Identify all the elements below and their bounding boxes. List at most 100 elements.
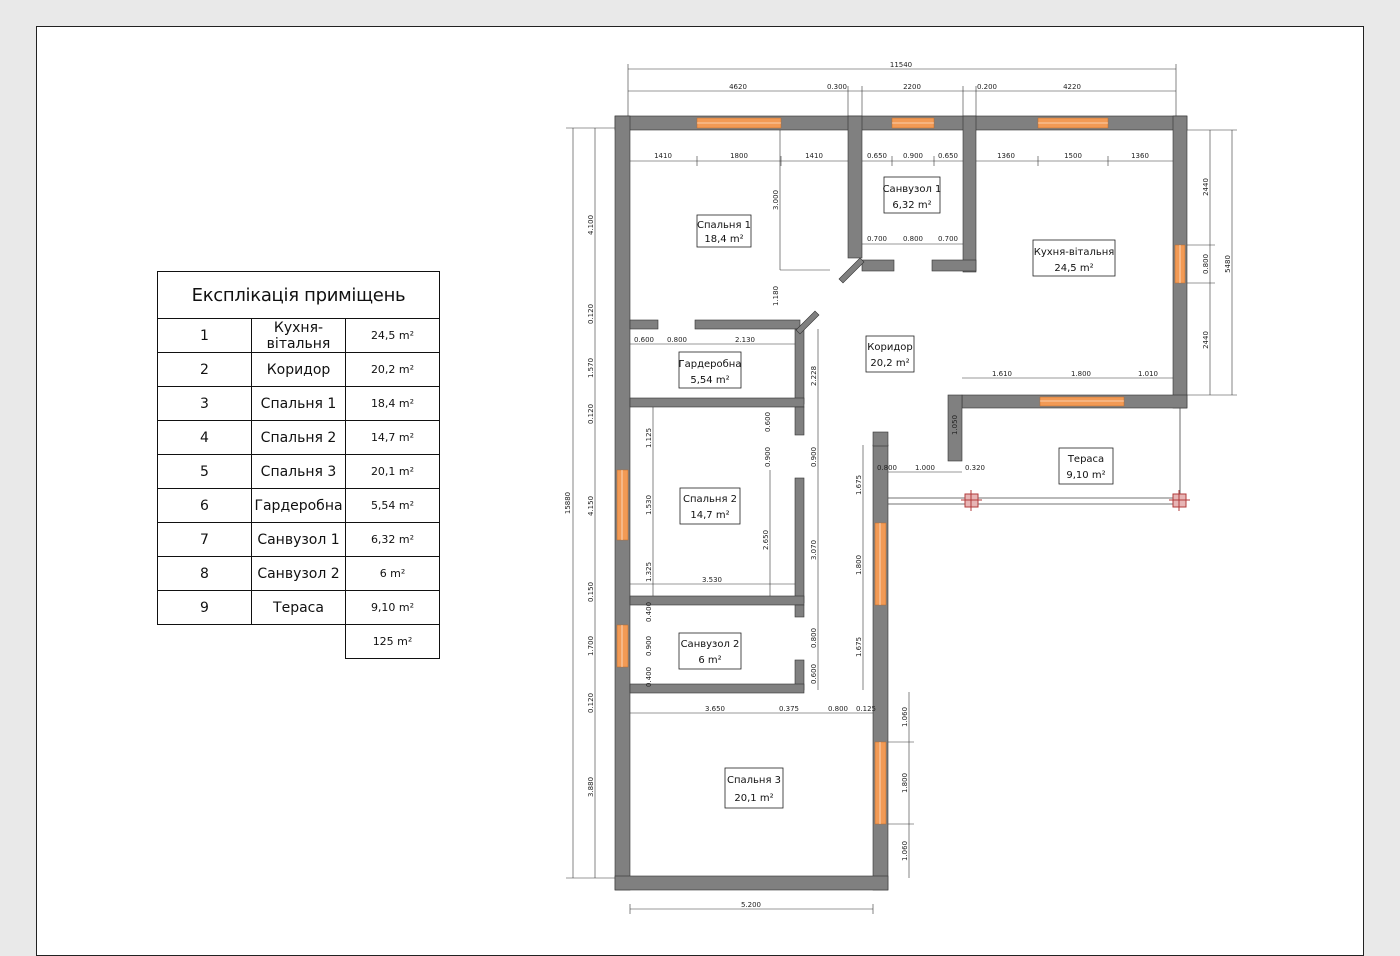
dim-vertical: 0.900 (645, 636, 653, 656)
total-row: 125 m² (158, 624, 440, 659)
dim-vertical: 2.650 (762, 530, 770, 550)
room-area-corridor: 20,2 m² (870, 358, 909, 369)
dim-top-inner: 1360 (997, 152, 1015, 160)
dim-bedroom3-right: 1.800 (901, 773, 909, 793)
wall-bath1-left (847, 115, 863, 259)
room-name: Тераса (251, 590, 346, 625)
dim-vertical: 1.125 (645, 428, 653, 448)
dim-kitchen-window: 1.610 (992, 370, 1012, 378)
room-area-bedroom2: 14,7 m² (690, 510, 729, 521)
corridor-door-leaf (795, 310, 820, 335)
dim-left-segment: 4.150 (587, 496, 595, 516)
room-label-box (1058, 447, 1114, 485)
dim-right-segment: 2440 (1202, 178, 1210, 196)
room-label-box (696, 214, 752, 248)
room-label-box (678, 351, 742, 389)
room-area-terrace: 9,10 m² (1066, 470, 1105, 481)
room-area: 20,2 m² (345, 352, 440, 387)
bath1-door-leaf (838, 257, 865, 284)
room-name: Спальня 1 (251, 386, 346, 421)
dim-left-segment: 0.120 (587, 304, 595, 324)
room-name-wardrobe: Гардеробна (679, 359, 742, 370)
room-area: 24,5 m² (345, 318, 440, 353)
dim-bottom: 5.200 (741, 901, 761, 909)
room-name-bath2: Санвузол 2 (681, 639, 740, 650)
dim-vertical: 0.900 (764, 447, 772, 467)
dim-bath1-door: 0.700 (938, 235, 958, 243)
window-kitchen-terrace (1039, 396, 1125, 407)
room-area-kitchen: 24,5 m² (1054, 263, 1093, 274)
dim-wardrobe: 0.800 (667, 336, 687, 344)
dim-vertical: 1.325 (645, 562, 653, 582)
room-name-bedroom2: Спальня 2 (683, 494, 737, 505)
dim-terrace: 1.050 (951, 415, 959, 435)
wall-corridor-pillar (872, 431, 889, 447)
dim-bedroom3: 0.800 (828, 705, 848, 713)
dim-bedroom3: 3.650 (705, 705, 725, 713)
dim-top-inner: 1500 (1064, 152, 1082, 160)
total-area: 125 m² (345, 624, 440, 659)
room-area-bath1: 6,32 m² (892, 200, 931, 211)
dim-right-segment: 0.800 (1202, 254, 1210, 274)
room-area-bedroom1: 18,4 m² (704, 234, 743, 245)
dim-top-inner: 0.650 (867, 152, 887, 160)
dim-wardrobe: 2.130 (735, 336, 755, 344)
room-name-bedroom3: Спальня 3 (727, 775, 781, 786)
dim-bath1-door: 0.800 (903, 235, 923, 243)
dim-left-segment: 0.150 (587, 582, 595, 602)
room-area: 20,1 m² (345, 454, 440, 489)
dim-top-inner: 0.900 (903, 152, 923, 160)
room-label-box (865, 335, 915, 373)
wall-bed2-right-top (794, 406, 805, 436)
window-corridor (874, 522, 887, 606)
wall-bath1-bottom-left (861, 259, 895, 272)
room-label-box (883, 176, 941, 214)
dim-top-segment: 0.300 (827, 83, 847, 91)
room-name-corridor: Коридор (867, 342, 912, 353)
wall-kitchen-step (947, 394, 963, 462)
dim-bedroom3: 0.375 (779, 705, 799, 713)
window-glazing (621, 122, 1181, 824)
dimension-lines (566, 64, 1237, 914)
dim-vertical: 1.180 (772, 286, 780, 306)
room-name: Санвузол 1 (251, 522, 346, 557)
dim-right-overall: 5480 (1224, 255, 1232, 273)
room-name-bath1: Санвузол 1 (883, 184, 942, 195)
room-label-box (679, 487, 741, 525)
room-area: 9,10 m² (345, 590, 440, 625)
room-label-box (724, 767, 784, 809)
room-name-bedroom1: Спальня 1 (697, 220, 751, 231)
room-name: Спальня 3 (251, 454, 346, 489)
room-name: Коридор (251, 352, 346, 387)
dim-top-inner: 1360 (1131, 152, 1149, 160)
dim-left-segment: 1.700 (587, 636, 595, 656)
room-name: Кухня-вітальня (251, 318, 346, 353)
dim-left-segment: 4.100 (587, 215, 595, 235)
dim-vertical: 1.530 (645, 495, 653, 515)
wall-bed1-bottom-right (694, 319, 801, 330)
dim-left-segment: 0.120 (587, 693, 595, 713)
terrace-posts (961, 490, 1190, 511)
dim-vertical: 0.400 (645, 602, 653, 622)
dim-top-inner: 0.650 (938, 152, 958, 160)
room-name: Санвузол 2 (251, 556, 346, 591)
room-area-bath2: 6 m² (698, 655, 721, 666)
dim-corridor-right: 1.800 (855, 555, 863, 575)
dim-terrace: 0.800 (877, 464, 897, 472)
terrace-railing (888, 408, 1181, 505)
dim-vertical: 0.900 (810, 447, 818, 467)
room-area-bedroom3: 20,1 m² (734, 793, 773, 804)
dim-vertical: 0.800 (810, 628, 818, 648)
dim-top-inner: 1410 (654, 152, 672, 160)
dim-bedroom3-right: 1.060 (901, 707, 909, 727)
room-name-kitchen: Кухня-вітальня (1034, 246, 1115, 258)
dim-top-inner: 1410 (805, 152, 823, 160)
explication-title: Експлікація приміщень (157, 271, 440, 319)
dimension-texts: 11540 4620 0.300 2200 0.200 4220 1410 18… (564, 61, 1232, 909)
dim-wardrobe: 0.600 (634, 336, 654, 344)
